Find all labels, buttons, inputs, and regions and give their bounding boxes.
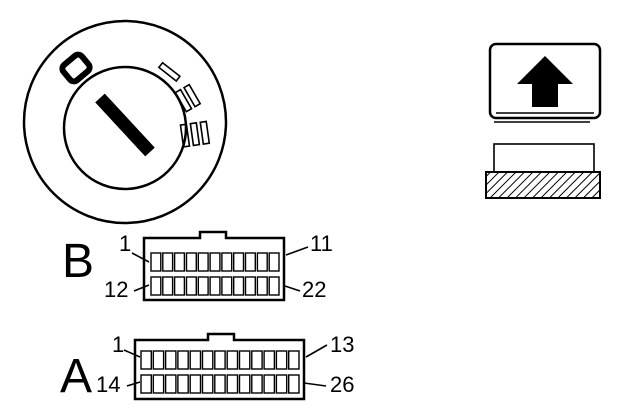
connector-b-pins (150, 252, 280, 296)
connector-a-pin-cell (238, 374, 251, 394)
connector-b-pin-cell (150, 252, 162, 272)
up-arrow-icon (488, 42, 602, 120)
connector-b-pin-cell (244, 252, 257, 272)
connector-a-housing (133, 332, 306, 401)
connector-b-pin-cell (268, 276, 280, 296)
connector-b-pin-cell (256, 252, 268, 272)
connector-a-pin-bottom-left: 14 (96, 372, 120, 397)
connector-a-pin-cell (201, 350, 214, 370)
connector-a-pin-cell (152, 374, 165, 394)
connector-a-pins (140, 350, 300, 394)
connector-a-pin-cell (275, 350, 288, 370)
connector-b-pin-cell (197, 252, 209, 272)
connector-b-pin-cell (232, 276, 245, 296)
connector-b-letter: B (62, 235, 94, 288)
connector-a-pin-cell (238, 350, 251, 370)
connector-a-pin-cell (288, 374, 300, 394)
connector-a-pin-cell (263, 350, 276, 370)
connector-a-pin-cell (140, 374, 153, 394)
connector-b-pin-cell (162, 252, 174, 272)
connector-a-pin-cell (251, 350, 263, 370)
rotary-switch-icon (22, 19, 228, 225)
connector-a-pin-cell (275, 374, 288, 394)
connector-a-letter: A (60, 350, 92, 403)
connector-a-pin-cell (214, 374, 226, 394)
connector-b-pin-top-right: 11 (310, 231, 333, 256)
connector-b: B 1 11 12 22 (62, 230, 333, 302)
connector-b-pin-cell (221, 276, 233, 296)
connector-a-pin-cell (201, 374, 214, 394)
connector-a-pin-cell (226, 350, 239, 370)
connector-b-pin-cell (244, 276, 257, 296)
connector-b-pin-cell (232, 252, 245, 272)
connector-b-pin-cell (185, 252, 198, 272)
connector-b-pin-bottom-left: 12 (104, 277, 128, 302)
connector-a-pin-cell (263, 374, 276, 394)
connector-b-pin-top-left: 1 (119, 231, 131, 256)
connector-a-pin-cell (189, 350, 202, 370)
connector-a-pin-cell (164, 350, 177, 370)
switch-position-marks (157, 61, 211, 148)
connector-b-housing (142, 230, 286, 302)
connector-a-pin-cell (164, 374, 177, 394)
connector-b-pin-cell (173, 252, 186, 272)
connector-b-pin-cell (150, 276, 162, 296)
connector-b-pin-cell (185, 276, 198, 296)
connector-a-pin-cell (177, 374, 189, 394)
connector-b-pin-cell (221, 252, 233, 272)
switch-pointer-bar (95, 93, 155, 157)
connector-a-pin-top-right: 13 (330, 332, 354, 357)
connector-a-pin-top-left: 1 (112, 332, 124, 357)
connector-b-pin-bottom-right: 22 (302, 277, 326, 302)
connector-b-pin-cell (268, 252, 280, 272)
connector-b-pin-cell (173, 276, 186, 296)
connector-b-pin-cell (162, 276, 174, 296)
connector-a-pin-cell (214, 350, 226, 370)
connector-a-pin-cell (251, 374, 263, 394)
switch-outer-ring (22, 19, 228, 225)
connector-a-pin-cell (140, 350, 153, 370)
connector-a-pin-cell (288, 350, 300, 370)
connector-a-pin-cell (226, 374, 239, 394)
connector-a: A 1 13 14 26 (60, 332, 354, 403)
connector-a-pin-cell (177, 350, 189, 370)
switch-inner-knob (62, 65, 188, 191)
ground-hatch-icon (485, 121, 601, 199)
switch-position-o-marker (59, 51, 93, 85)
connector-a-pin-cell (189, 374, 202, 394)
connector-b-pin-cell (197, 276, 209, 296)
connector-a-pin-cell (152, 350, 165, 370)
connector-b-pin-cell (256, 276, 268, 296)
connector-b-pin-cell (209, 276, 221, 296)
connector-b-pin-cell (209, 252, 221, 272)
connector-a-pin-bottom-right: 26 (330, 372, 354, 397)
